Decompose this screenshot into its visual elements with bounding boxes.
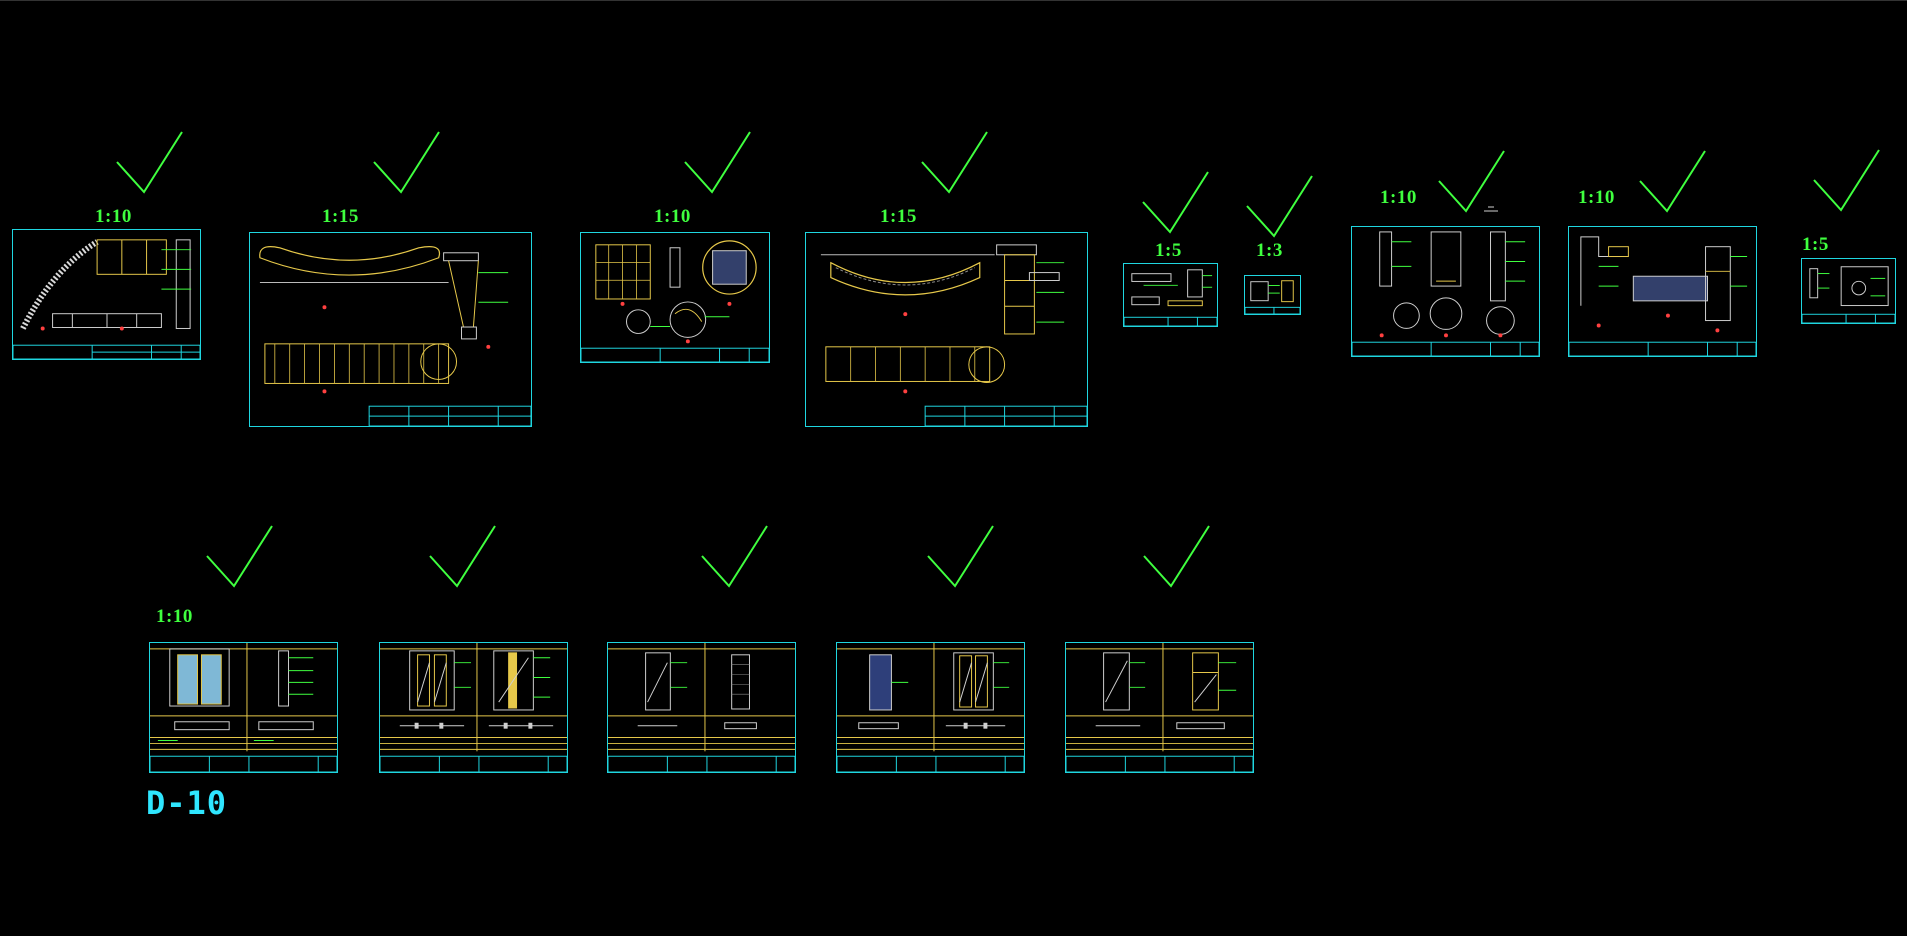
scale-label: 1:5 [1802, 234, 1829, 255]
scale-label: 1:10 [156, 606, 193, 627]
door-elevation-sheet[interactable] [379, 642, 568, 773]
scale-label: 1:15 [880, 206, 917, 227]
checkmark-icon [1813, 149, 1880, 212]
scale-label: 1:10 [1578, 187, 1615, 208]
checkmark-icon [1142, 171, 1209, 234]
checkmark-icon [921, 131, 988, 194]
drawing-sheet[interactable] [1244, 275, 1301, 315]
annotation-mark [1484, 206, 1498, 212]
drawing-sheet[interactable] [805, 232, 1088, 427]
checkmark-icon [116, 131, 183, 194]
checkmark-icon [1143, 525, 1210, 588]
checkmark-icon [1246, 175, 1313, 238]
scale-label: 1:3 [1256, 240, 1283, 261]
checkmark-icon [206, 525, 273, 588]
drawing-sheet[interactable] [1123, 263, 1218, 327]
drawing-sheet[interactable] [1801, 258, 1896, 324]
scale-label: 1:5 [1155, 240, 1182, 261]
checkmark-icon [701, 525, 768, 588]
checkmark-icon [373, 131, 440, 194]
checkmark-icon [927, 525, 994, 588]
door-elevation-sheet[interactable] [836, 642, 1025, 773]
drawing-sheet[interactable] [249, 232, 532, 427]
scale-label: 1:10 [1380, 187, 1417, 208]
door-elevation-sheet[interactable] [1065, 642, 1254, 773]
drawing-id-label: D-10 [146, 784, 228, 822]
drawing-sheet[interactable] [12, 229, 201, 360]
checkmark-icon [429, 525, 496, 588]
checkmark-icon [1639, 150, 1706, 213]
drawing-sheet[interactable] [1351, 226, 1540, 357]
viewport-top-border [0, 0, 1907, 1]
checkmark-icon [1438, 150, 1505, 213]
drawing-sheet[interactable] [580, 232, 770, 363]
scale-label: 1:10 [654, 206, 691, 227]
scale-label: 1:10 [95, 206, 132, 227]
scale-label: 1:15 [322, 206, 359, 227]
door-elevation-sheet[interactable] [607, 642, 796, 773]
door-elevation-sheet[interactable] [149, 642, 338, 773]
checkmark-icon [684, 131, 751, 194]
drawing-sheet[interactable] [1568, 226, 1757, 357]
